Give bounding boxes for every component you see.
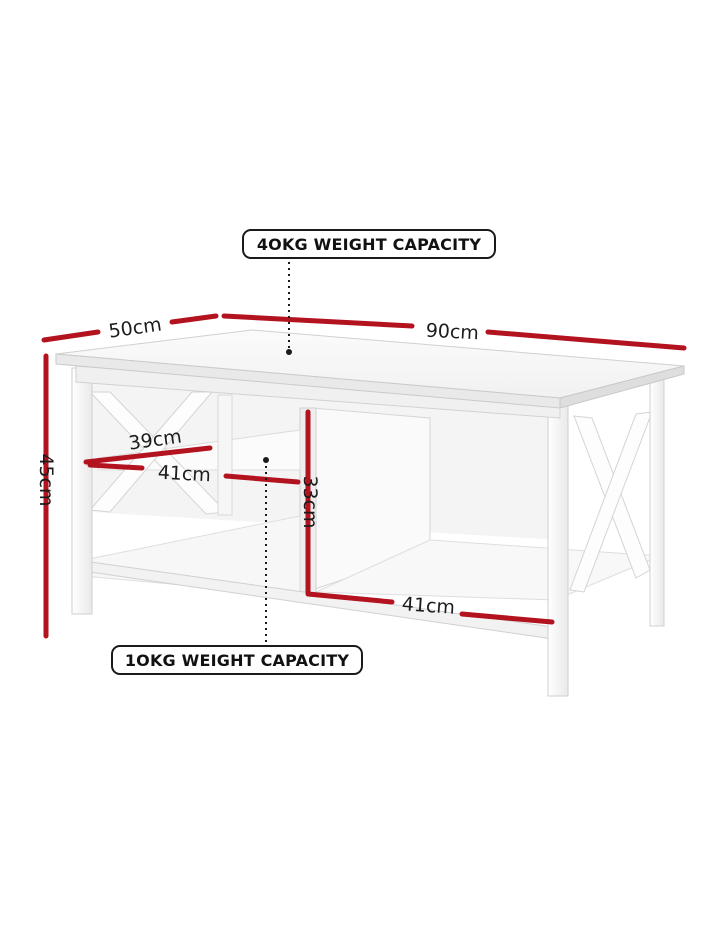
shelf-width-left-line-a	[87, 462, 145, 471]
shelf-pointer-dot	[263, 457, 269, 463]
capacity-pointers	[265, 262, 290, 646]
shelf-width-left-label: 41cm	[157, 462, 211, 487]
top-capacity-badge: 4OKG WEIGHT CAPACITY	[242, 229, 496, 259]
depth-label: 50cm	[107, 313, 163, 342]
shelf-width-left-line-b	[223, 473, 301, 485]
width-line-a	[221, 313, 415, 329]
shelf-capacity-badge: 1OKG WEIGHT CAPACITY	[111, 645, 363, 675]
dimension-lines	[41, 313, 687, 639]
shelf-height-label: 33cm	[299, 475, 321, 528]
depth-line-a	[41, 329, 101, 343]
depth-line-b	[169, 313, 219, 325]
width-line-b	[485, 329, 687, 351]
top-pointer-dot	[286, 349, 292, 355]
shelf-depth-line	[83, 445, 213, 465]
width-label: 90cm	[425, 320, 479, 345]
shelf-width-right-line-b	[459, 611, 555, 625]
shelf-width-right-line-a	[305, 591, 395, 605]
height-label: 45cm	[35, 453, 57, 506]
shelf-width-right-label: 41cm	[401, 593, 456, 619]
table-body	[55, 329, 685, 697]
